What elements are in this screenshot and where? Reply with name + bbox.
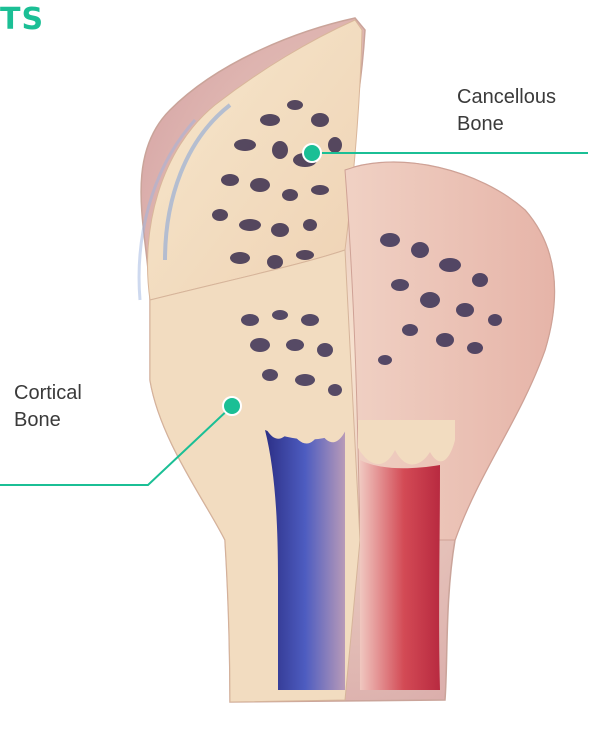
marrow-red	[360, 460, 440, 690]
cancellous-label-line2: Bone	[457, 111, 556, 138]
cortical-label-line1: Cortical	[14, 380, 82, 407]
cortical-label-line2: Bone	[14, 407, 82, 434]
cancellous-bone-label: Cancellous Bone	[457, 84, 556, 138]
cancellous-marker	[303, 144, 321, 162]
cancellous-label-line1: Cancellous	[457, 84, 556, 111]
cortical-bone-label: Cortical Bone	[14, 380, 82, 434]
cortical-marker	[223, 397, 241, 415]
